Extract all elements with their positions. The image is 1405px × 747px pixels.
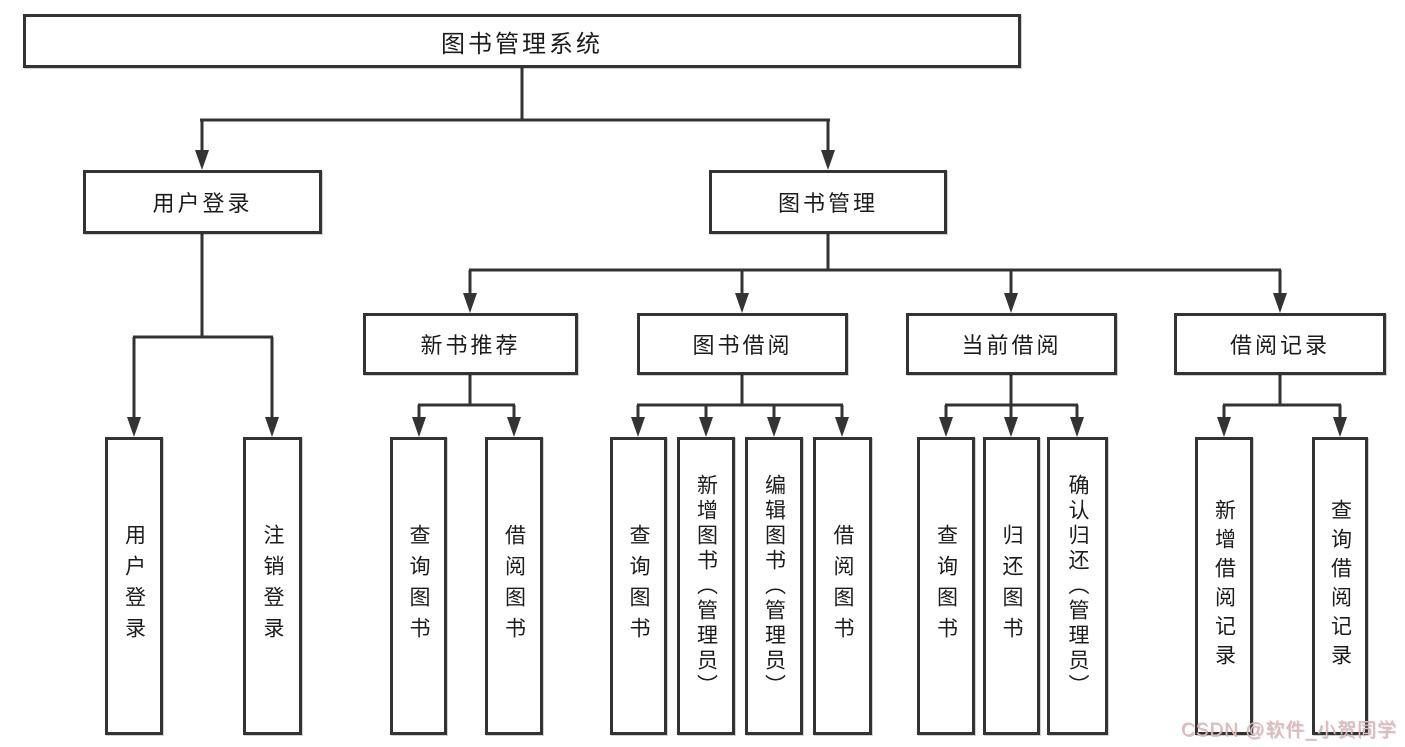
node-label: 当前借阅 bbox=[961, 333, 1062, 358]
node-label: 图书管理系统 bbox=[441, 30, 603, 58]
node-label: 确认归还（管理员） bbox=[1066, 473, 1089, 699]
node-label: 查询借阅记录 bbox=[1328, 499, 1352, 673]
node-book-management: 图书管理 bbox=[709, 170, 947, 234]
node-label: 新增图书（管理员） bbox=[694, 473, 718, 699]
leaf-query-books-borrowing: 查询图书 bbox=[610, 437, 667, 735]
node-user-login: 用户登录 bbox=[83, 170, 322, 234]
leaf-query-books-current: 查询图书 bbox=[917, 437, 975, 735]
leaf-borrow-books-recommend: 借阅图书 bbox=[485, 437, 543, 735]
leaf-borrow-books-borrowing: 借阅图书 bbox=[813, 437, 872, 735]
node-label: 图书管理 bbox=[777, 191, 878, 216]
arrowheads bbox=[127, 150, 1347, 437]
node-label: 借阅图书 bbox=[502, 524, 526, 648]
node-label: 用户登录 bbox=[122, 524, 146, 648]
node-label: 编辑图书（管理员） bbox=[762, 473, 786, 699]
node-label: 查询图书 bbox=[627, 524, 650, 648]
node-label: 查询图书 bbox=[934, 524, 958, 648]
leaf-logout: 注销登录 bbox=[243, 437, 302, 735]
node-library-management-system: 图书管理系统 bbox=[23, 14, 1021, 68]
leaf-edit-book-admin: 编辑图书（管理员） bbox=[745, 437, 803, 735]
node-label: 用户登录 bbox=[152, 191, 253, 216]
node-label: 图书借阅 bbox=[692, 333, 793, 358]
node-borrowing-records: 借阅记录 bbox=[1174, 313, 1386, 375]
leaf-query-books-recommend: 查询图书 bbox=[390, 437, 447, 735]
node-label: 借阅图书 bbox=[831, 524, 854, 648]
node-book-borrowing: 图书借阅 bbox=[637, 313, 848, 375]
node-new-book-recommend: 新书推荐 bbox=[363, 313, 578, 375]
csdn-watermark: CSDN @软件_小贺同学 bbox=[1181, 720, 1397, 741]
leaf-user-login: 用户登录 bbox=[105, 437, 163, 735]
node-label: 查询图书 bbox=[407, 524, 430, 648]
leaf-query-borrow-record: 查询借阅记录 bbox=[1312, 437, 1368, 735]
leaf-add-borrow-record: 新增借阅记录 bbox=[1195, 437, 1253, 735]
node-current-borrowing: 当前借阅 bbox=[906, 313, 1117, 375]
leaf-confirm-return-admin: 确认归还（管理员） bbox=[1047, 437, 1108, 735]
node-label: 借阅记录 bbox=[1229, 333, 1330, 358]
node-label: 注销登录 bbox=[261, 524, 284, 648]
leaf-add-book-admin: 新增图书（管理员） bbox=[677, 437, 735, 735]
node-label: 归还图书 bbox=[1000, 524, 1023, 648]
node-label: 新书推荐 bbox=[420, 333, 521, 358]
leaf-return-book: 归还图书 bbox=[983, 437, 1040, 735]
node-label: 新增借阅记录 bbox=[1212, 499, 1236, 673]
